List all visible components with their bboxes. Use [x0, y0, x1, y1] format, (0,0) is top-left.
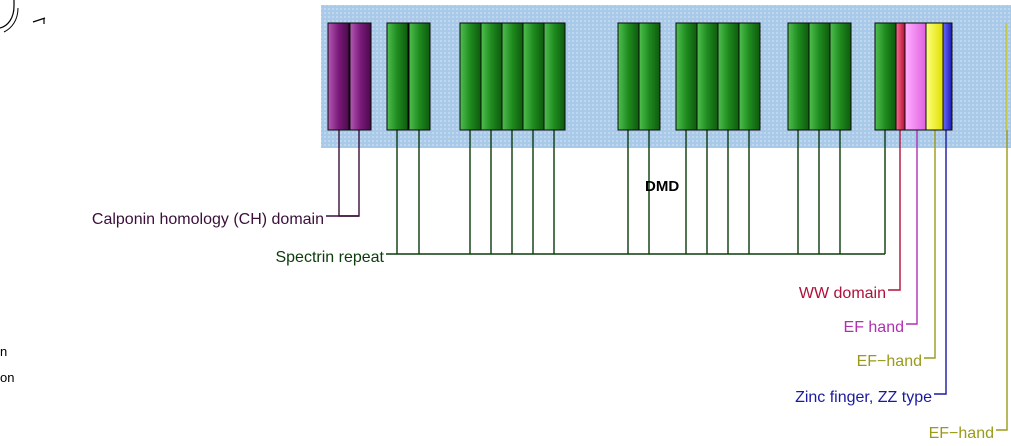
spectrin-repeat-block: [696, 22, 719, 131]
left-fragment-line2: on: [0, 370, 15, 385]
protein-name: DMD: [645, 178, 679, 195]
label-ww-domain: WW domain: [799, 285, 886, 302]
label-ef-hand-3: EF−hand: [929, 425, 994, 442]
ch-domain-block: [327, 22, 350, 131]
spectrin-repeat-block: [617, 22, 640, 131]
left-fragment-line1: n: [0, 344, 8, 359]
spectrin-repeat-block: [543, 22, 566, 131]
spectrin-repeat-block: [829, 22, 852, 131]
spectrin-repeat-block: [717, 22, 740, 131]
label-zinc-finger: Zinc finger, ZZ type: [795, 389, 932, 406]
spectrin-repeat-block: [480, 22, 503, 131]
spectrin-repeat-block: [787, 22, 810, 131]
label-ch-domain: Calponin homology (CH) domain: [92, 211, 324, 228]
spectrin-repeat-block: [638, 22, 661, 131]
ef-hand-connector: [906, 130, 918, 325]
spectrin-repeat-block: [874, 22, 897, 131]
ww-connector: [888, 130, 901, 291]
spectrin-repeat-block: [459, 22, 482, 131]
corner-scribble-icon: [0, 0, 46, 33]
spectrin-repeat-block: [522, 22, 545, 131]
label-spectrin-repeat: Spectrin repeat: [275, 249, 384, 266]
ef-hand-block: [904, 22, 927, 131]
ef-hand-2-connector: [924, 130, 936, 359]
ch-domain-block: [349, 22, 372, 131]
spectrin-repeat-block: [501, 22, 524, 131]
zinc-finger-block: [942, 22, 953, 131]
label-ef-hand: EF hand: [844, 319, 904, 336]
spectrin-repeat-block: [808, 22, 831, 131]
spectrin-repeat-block: [738, 22, 761, 131]
domain-blocks: [327, 22, 1007, 131]
spectrin-repeat-block: [675, 22, 698, 131]
zinc-finger-connector: [934, 130, 947, 395]
connector-lines: [326, 130, 1008, 431]
spectrin-repeat-block: [386, 22, 409, 131]
label-ef-hand-2: EF−hand: [857, 353, 922, 370]
ef-hand-2-block: [925, 22, 944, 131]
ef-hand-3-connector: [996, 130, 1008, 431]
ww-domain-block: [895, 22, 906, 131]
spectrin-repeat-block: [408, 22, 431, 131]
